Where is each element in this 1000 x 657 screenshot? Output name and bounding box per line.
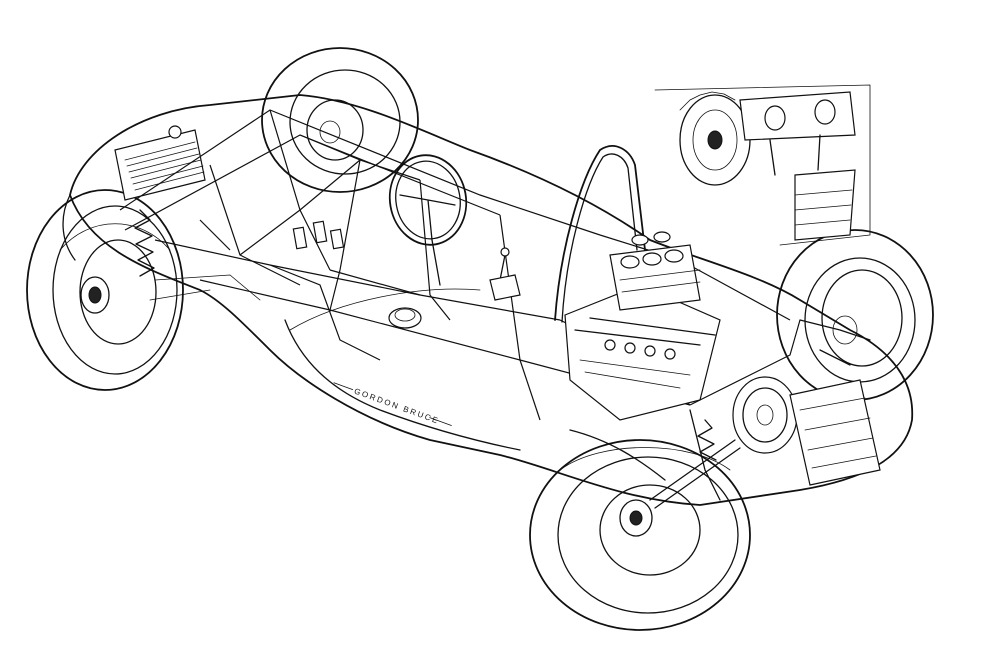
artist-signature: GORDON BRUCE (333, 382, 452, 426)
front-right-wheel (261, 47, 419, 193)
fuel-filler (388, 307, 422, 329)
front-left-wheel (26, 189, 184, 391)
engine-detail-inset (654, 84, 871, 246)
body-outline (69, 94, 914, 506)
rear-right-wheel (776, 229, 934, 401)
roll-hoop (554, 145, 646, 323)
gearbox (732, 376, 881, 486)
signature-text: GORDON BRUCE (353, 387, 441, 426)
gear-lever (489, 247, 521, 301)
rear-left-wheel (529, 439, 751, 631)
carburettors (609, 231, 701, 311)
rear-suspension (569, 319, 871, 509)
nose-cone (62, 194, 76, 261)
radiator (114, 125, 206, 201)
front-suspension (134, 209, 261, 301)
steering-wheel (388, 154, 468, 286)
pedals (292, 220, 345, 250)
